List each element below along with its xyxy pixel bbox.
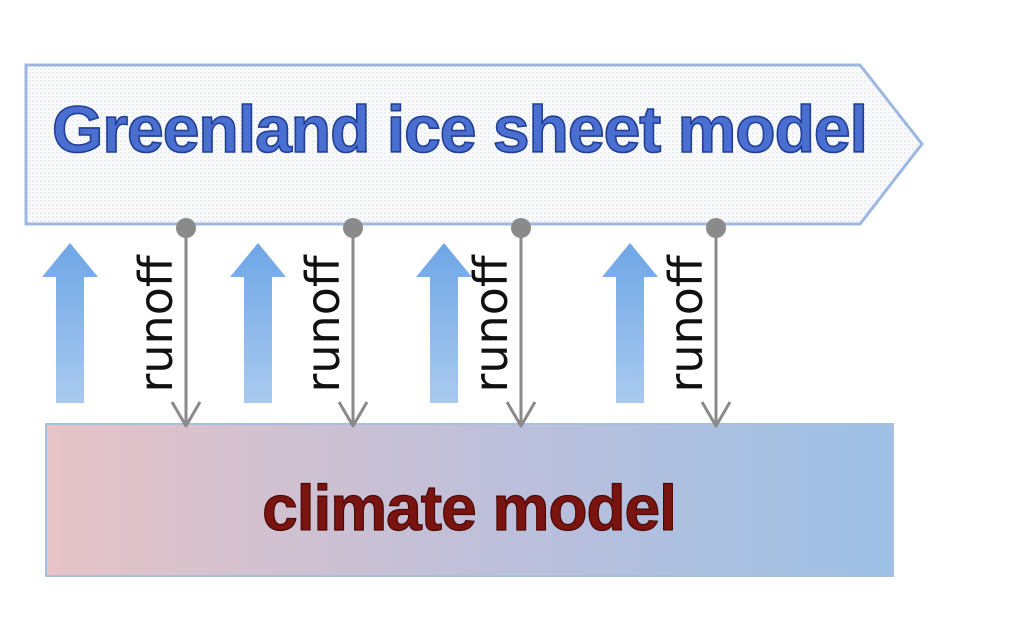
runoff-label: runoff [464, 254, 518, 392]
ice-sheet-model-label: Greenland ice sheet model [52, 92, 867, 166]
upward-forcing-arrow [230, 243, 286, 403]
coupling-1: runoff [42, 218, 202, 428]
runoff-arrow-origin-dot [511, 218, 531, 238]
climate-model-label: climate model [262, 472, 676, 544]
coupling-arrows: runoff runoff runoff runoff [42, 218, 732, 428]
runoff-label: runoff [129, 254, 183, 392]
runoff-arrowhead [505, 401, 537, 428]
coupling-4: runoff [602, 218, 732, 428]
climate-model-box: climate model [45, 423, 894, 577]
runoff-arrow-origin-dot [706, 218, 726, 238]
runoff-arrowhead [700, 401, 732, 428]
coupling-3: runoff [416, 218, 537, 428]
upward-forcing-arrow [602, 243, 658, 403]
upward-forcing-arrow [416, 243, 472, 403]
runoff-arrow-origin-dot [176, 218, 196, 238]
runoff-label: runoff [296, 254, 350, 392]
runoff-label: runoff [659, 254, 713, 392]
runoff-arrowhead [170, 401, 202, 428]
coupling-2: runoff [230, 218, 369, 428]
runoff-arrowhead [337, 401, 369, 428]
ice-sheet-model-box: Greenland ice sheet model [24, 63, 924, 226]
upward-forcing-arrow [42, 243, 98, 403]
runoff-arrow-origin-dot [343, 218, 363, 238]
